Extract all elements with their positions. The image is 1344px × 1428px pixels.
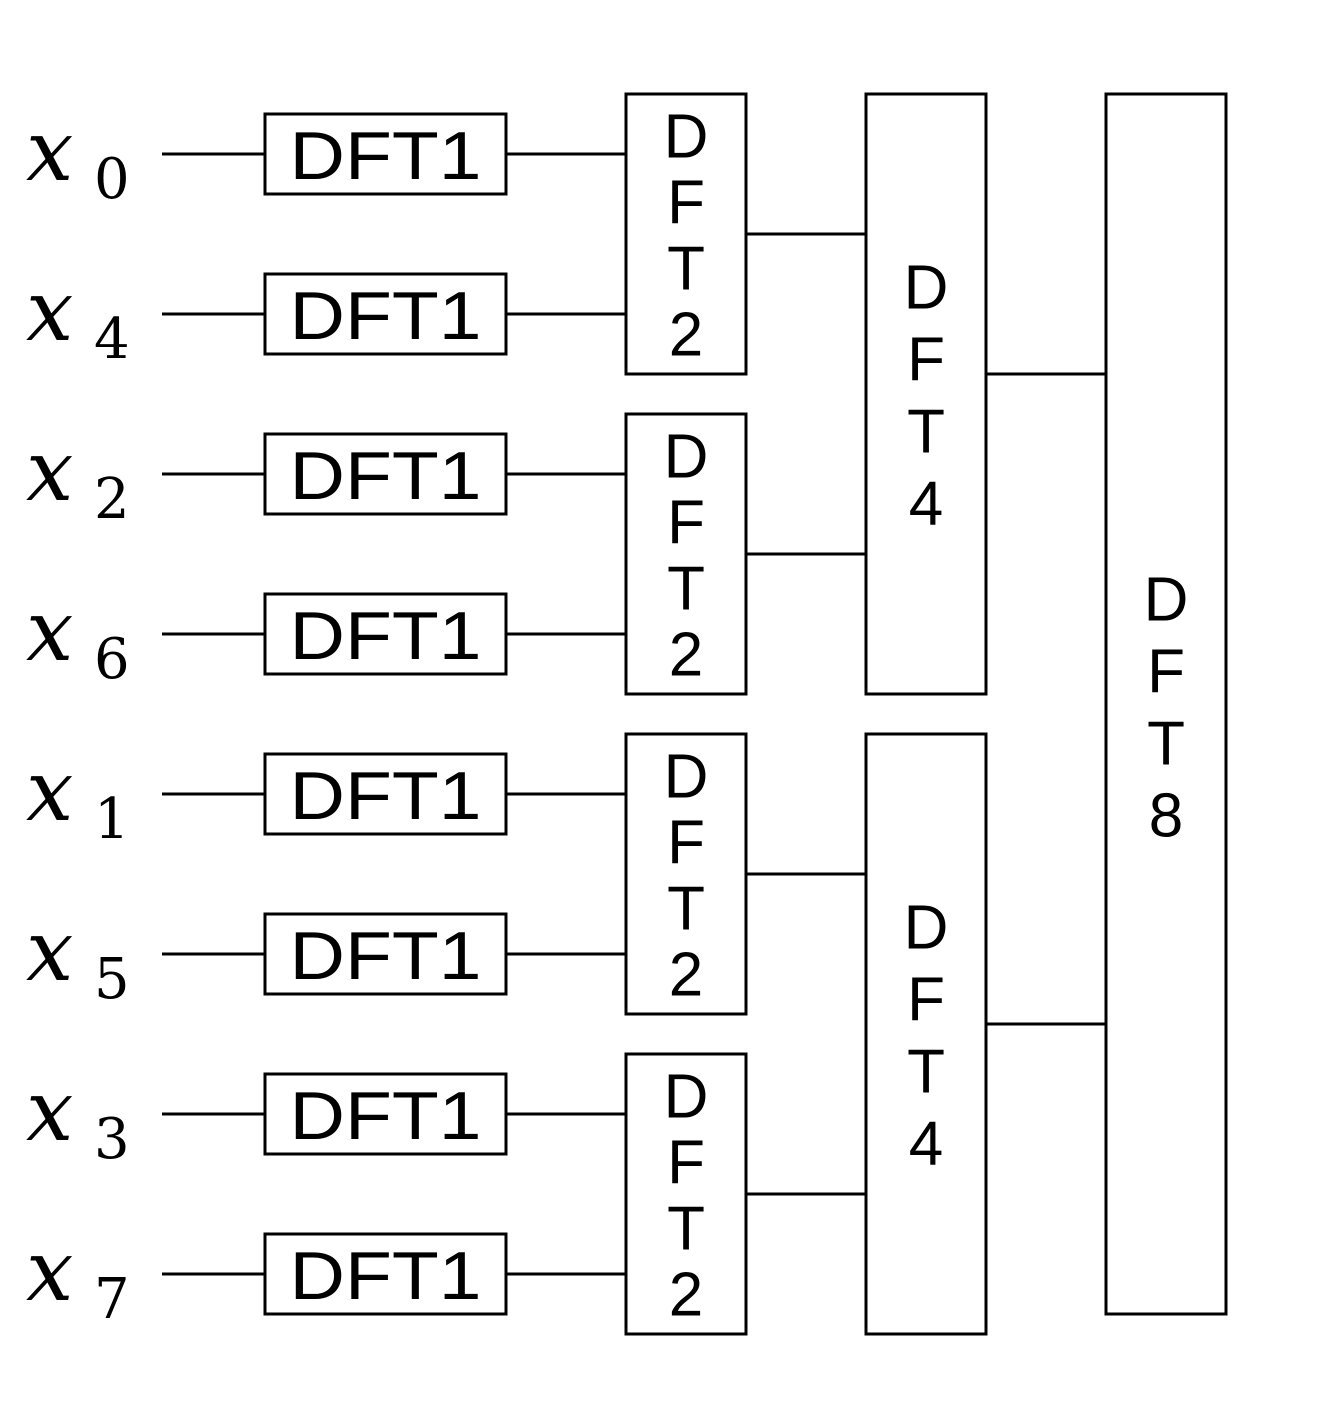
input-var: x <box>26 902 73 1000</box>
input-subscript: 6 <box>94 627 130 692</box>
dft2-block <box>624 92 748 376</box>
input-var: x <box>26 262 73 360</box>
dft4-block <box>864 732 988 1336</box>
input-subscript: 1 <box>94 787 130 852</box>
input-var: x <box>26 742 73 840</box>
dft1-label: DFT1 <box>290 758 482 834</box>
dft1-block <box>263 272 508 356</box>
dft1-block <box>263 432 508 516</box>
dft1-label: DFT1 <box>290 1078 482 1154</box>
input-var: x <box>26 1222 73 1320</box>
dft1-block <box>263 912 508 996</box>
dft1-block <box>263 752 508 836</box>
dft8-block <box>1104 92 1228 1316</box>
dft1-block <box>263 592 508 676</box>
dft2-block <box>624 732 748 1016</box>
dft1-block <box>263 1232 508 1316</box>
dft4-block <box>864 92 988 696</box>
dft1-label: DFT1 <box>290 598 482 674</box>
dft1-label: DFT1 <box>290 918 482 994</box>
input-subscript: 3 <box>94 1107 130 1172</box>
input-subscript: 2 <box>94 467 130 532</box>
input-var: x <box>26 422 73 520</box>
input-var: x <box>26 1062 73 1160</box>
dft1-block <box>263 112 508 196</box>
input-var: x <box>26 582 73 680</box>
input-subscript: 7 <box>94 1267 130 1332</box>
dft2-block <box>624 1052 748 1336</box>
input-subscript: 0 <box>94 147 130 212</box>
input-subscript: 5 <box>94 947 130 1012</box>
input-var: x <box>26 102 73 200</box>
dft1-label: DFT1 <box>290 1238 482 1314</box>
dft1-label: DFT1 <box>290 118 482 194</box>
connection-wires <box>162 152 1106 1276</box>
input-subscript: 4 <box>94 307 130 372</box>
dft1-block <box>263 1072 508 1156</box>
dft2-block <box>624 412 748 696</box>
dft1-label: DFT1 <box>290 438 482 514</box>
dft1-label: DFT1 <box>290 278 482 354</box>
